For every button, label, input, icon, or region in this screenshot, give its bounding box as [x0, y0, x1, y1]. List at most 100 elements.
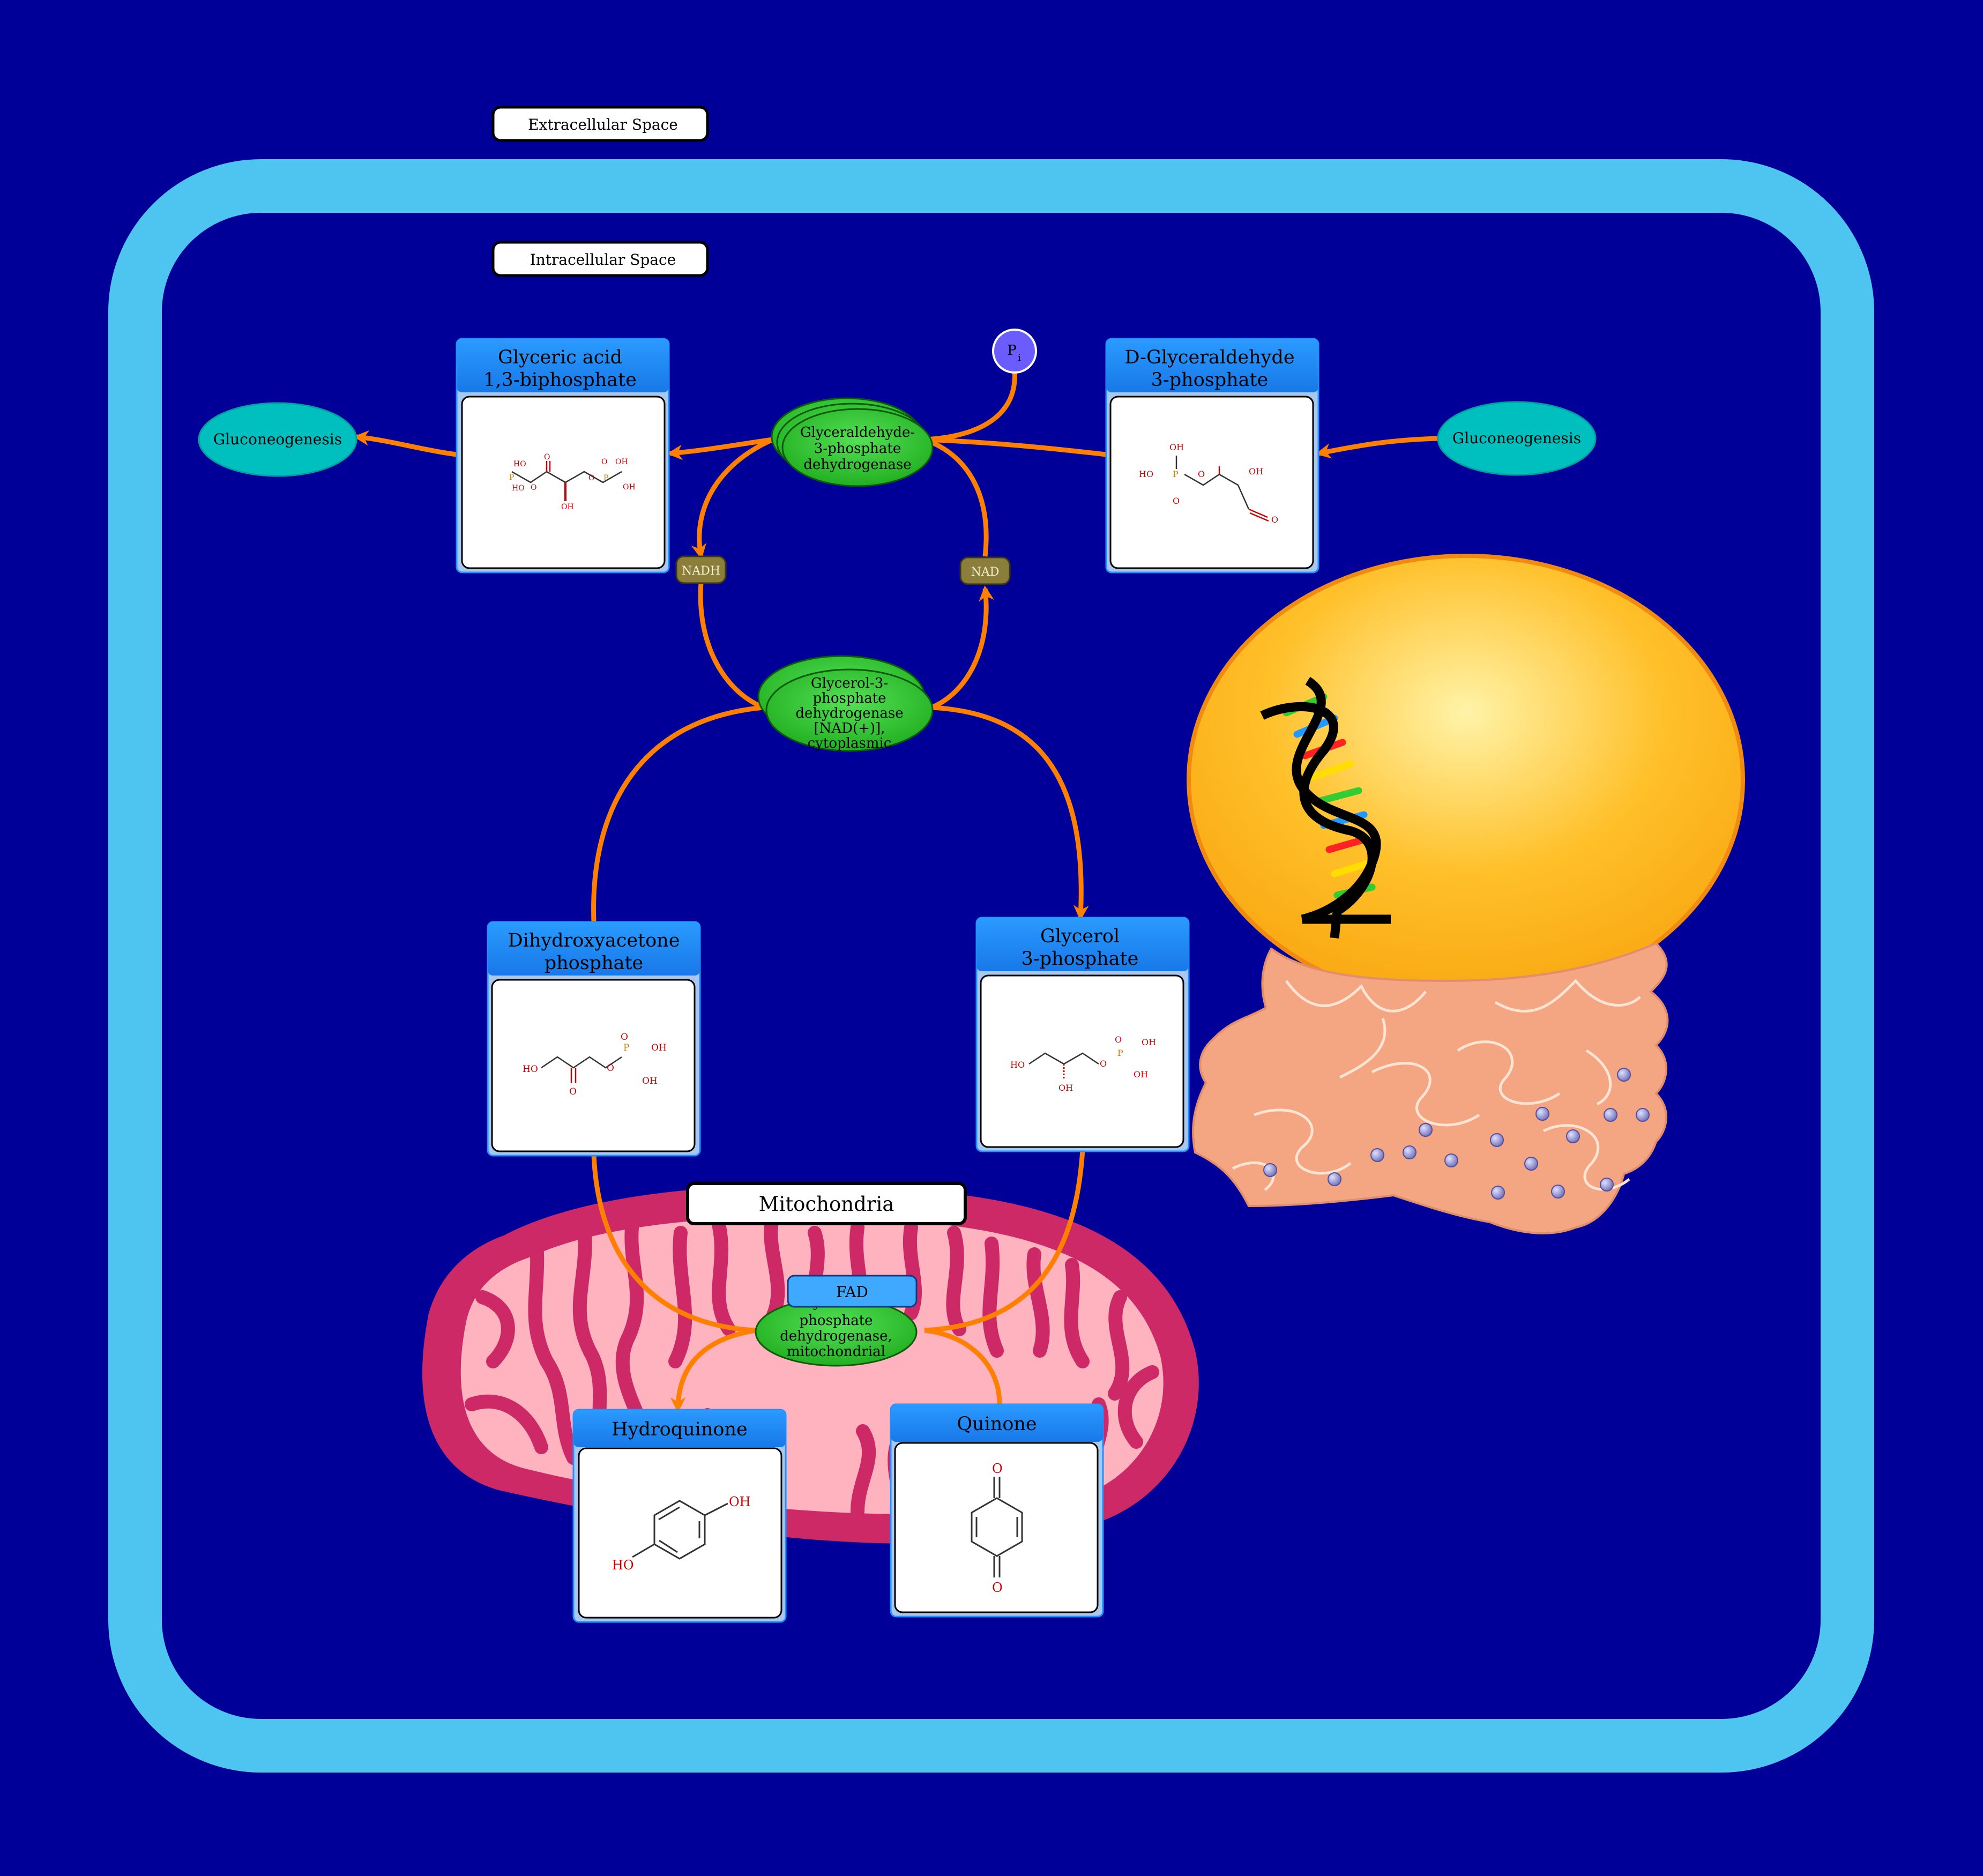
svg-text:P: P	[603, 474, 608, 482]
endoplasmic-reticulum	[1192, 942, 1669, 1234]
svg-text:Glycerol-3-: Glycerol-3-	[811, 675, 888, 691]
compound-d-glyceraldehyde-3-phosphate[interactable]: D-Glyceraldehyde 3-phosphate OH HO P O O…	[1105, 338, 1319, 574]
svg-text:O: O	[992, 1461, 1003, 1476]
arrow-nad-to-gapdh	[923, 437, 989, 557]
svg-text:OH: OH	[642, 1076, 658, 1086]
svg-text:OH: OH	[729, 1494, 751, 1509]
compound-glycerol-3-phosphate[interactable]: Glycerol 3-phosphate HO OH O P O OH OH	[975, 917, 1190, 1152]
svg-text:3-phosphate: 3-phosphate	[1151, 369, 1269, 391]
svg-text:phosphate: phosphate	[545, 952, 644, 974]
svg-text:Extracellular Space: Extracellular Space	[528, 116, 678, 133]
svg-text:OH: OH	[1058, 1083, 1073, 1093]
svg-text:Quinone: Quinone	[957, 1413, 1037, 1435]
svg-text:O: O	[992, 1580, 1003, 1595]
mitochondria-label: Mitochondria	[686, 1182, 967, 1225]
svg-text:O: O	[1100, 1059, 1107, 1069]
extracellular-label: Extracellular Space	[491, 106, 709, 142]
svg-text:Hydroquinone: Hydroquinone	[612, 1419, 748, 1440]
svg-text:[NAD(+)],: [NAD(+)],	[814, 720, 885, 736]
svg-text:phosphate: phosphate	[812, 690, 886, 706]
enzyme-gpd1-cytoplasmic[interactable]: Glycerol-3- phosphate dehydrogenase [NAD…	[757, 655, 934, 752]
svg-text:1,3-biphosphate: 1,3-biphosphate	[483, 369, 637, 391]
svg-text:HO: HO	[1010, 1060, 1025, 1070]
svg-text:P: P	[1117, 1048, 1123, 1058]
svg-text:P: P	[1007, 343, 1017, 359]
svg-text:OH: OH	[561, 503, 574, 511]
svg-text:P: P	[509, 473, 514, 482]
svg-text:D-Glyceraldehyde: D-Glyceraldehyde	[1124, 347, 1294, 368]
arrow-gap-to-gapdh	[924, 437, 1107, 457]
intracellular-label: Intracellular Space	[491, 241, 709, 277]
arrow-glyceric-to-gluco	[353, 430, 457, 457]
svg-text:dehydrogenase: dehydrogenase	[803, 457, 911, 473]
svg-text:Gluconeogenesis: Gluconeogenesis	[213, 430, 342, 448]
svg-text:NAD: NAD	[971, 565, 1000, 579]
enzyme-gapdh[interactable]: Glyceraldehyde- 3-phosphate dehydrogenas…	[771, 397, 934, 487]
compound-hydroquinone[interactable]: Hydroquinone OH HO	[572, 1409, 787, 1623]
compound-dihydroxyacetone-phosphate[interactable]: Dihydroxyacetone phosphate HO O O P O OH…	[487, 921, 701, 1157]
svg-text:Glycerol: Glycerol	[1040, 926, 1120, 947]
svg-text:mitochondrial: mitochondrial	[787, 1344, 885, 1360]
svg-text:OH: OH	[615, 458, 628, 466]
svg-text:O: O	[1173, 496, 1180, 506]
svg-text:Intracellular Space: Intracellular Space	[530, 251, 676, 269]
svg-text:OH: OH	[651, 1043, 667, 1053]
svg-text:O: O	[607, 1063, 614, 1074]
dna-helix-icon	[1260, 676, 1391, 939]
svg-text:OH: OH	[1142, 1037, 1156, 1047]
cofactor-nad[interactable]: NAD	[959, 556, 1011, 585]
svg-text:phosphate: phosphate	[799, 1313, 873, 1329]
compound-glyceric-acid-13-biphosphate[interactable]: Glyceric acid 1,3-biphosphate HO HO P O …	[456, 338, 670, 574]
svg-text:O: O	[588, 474, 594, 482]
svg-text:P: P	[1173, 469, 1179, 479]
svg-text:O: O	[531, 483, 536, 492]
svg-text:Glyceric acid: Glyceric acid	[498, 347, 622, 368]
arrow-gpd2-to-hydroquinone	[670, 1328, 756, 1413]
arrow-gpd2-to-dhap	[585, 1123, 756, 1333]
enzyme-gpd2-mitochondrial[interactable]: Glycerol-3- phosphate dehydrogenase, mit…	[755, 1294, 918, 1367]
hydroquinone-structure: OH HO	[612, 1494, 751, 1573]
cell-membrane	[108, 159, 1874, 1773]
svg-text:3-phosphate: 3-phosphate	[1022, 948, 1139, 970]
svg-text:OH: OH	[1169, 442, 1184, 452]
svg-text:Dihydroxyacetone: Dihydroxyacetone	[508, 930, 680, 951]
svg-text:FAD: FAD	[836, 1283, 868, 1301]
svg-text:O: O	[1115, 1034, 1122, 1045]
svg-text:HO: HO	[513, 460, 526, 468]
arrow-quinone-to-gpd2	[924, 1328, 1002, 1405]
svg-text:i: i	[1018, 352, 1021, 363]
cofactor-fad[interactable]: FAD	[787, 1275, 918, 1308]
pathway-gluconeogenesis-left[interactable]: Gluconeogenesis	[198, 402, 357, 477]
svg-text:Glyceraldehyde-: Glyceraldehyde-	[800, 425, 915, 441]
svg-text:O: O	[1198, 469, 1205, 479]
arrow-gpd1-to-nad	[930, 585, 994, 710]
svg-text:OH: OH	[623, 483, 636, 492]
reaction-arrows	[353, 369, 1438, 1413]
svg-text:P: P	[623, 1043, 629, 1053]
svg-text:OH: OH	[1134, 1069, 1148, 1080]
svg-text:cytoplasmic: cytoplasmic	[808, 735, 892, 751]
glycerol-3-phosphate-structure: HO OH O P O OH OH	[1010, 1034, 1156, 1093]
svg-text:O: O	[621, 1032, 628, 1043]
compound-quinone[interactable]: Quinone O O	[890, 1403, 1104, 1618]
svg-text:NADH: NADH	[682, 564, 720, 578]
cofactor-nadh[interactable]: NADH	[675, 555, 727, 584]
svg-text:HO: HO	[612, 1558, 634, 1573]
svg-text:HO: HO	[1139, 469, 1153, 479]
svg-text:O: O	[1271, 515, 1278, 525]
arrow-g3p-to-gpd2	[924, 1120, 1086, 1333]
arrow-pi-to-gapdh	[924, 369, 1017, 442]
glyceric-acid-structure: HO HO P O O OH O P OH OH O	[509, 453, 636, 511]
quinone-structure: O O	[971, 1461, 1023, 1595]
svg-text:O: O	[569, 1086, 577, 1097]
dihydroxyacetone-phosphate-structure: HO O O P O OH OH	[523, 1032, 667, 1097]
svg-text:3-phosphate: 3-phosphate	[814, 441, 901, 457]
arrow-dhap-to-gpd1	[591, 705, 764, 922]
inorganic-phosphate[interactable]: P i	[992, 329, 1037, 374]
svg-text:OH: OH	[1249, 466, 1263, 477]
pathway-gluconeogenesis-right[interactable]: Gluconeogenesis	[1437, 401, 1597, 476]
svg-text:O: O	[601, 458, 607, 466]
svg-text:HO: HO	[512, 484, 525, 493]
nucleus	[1187, 554, 1745, 1006]
